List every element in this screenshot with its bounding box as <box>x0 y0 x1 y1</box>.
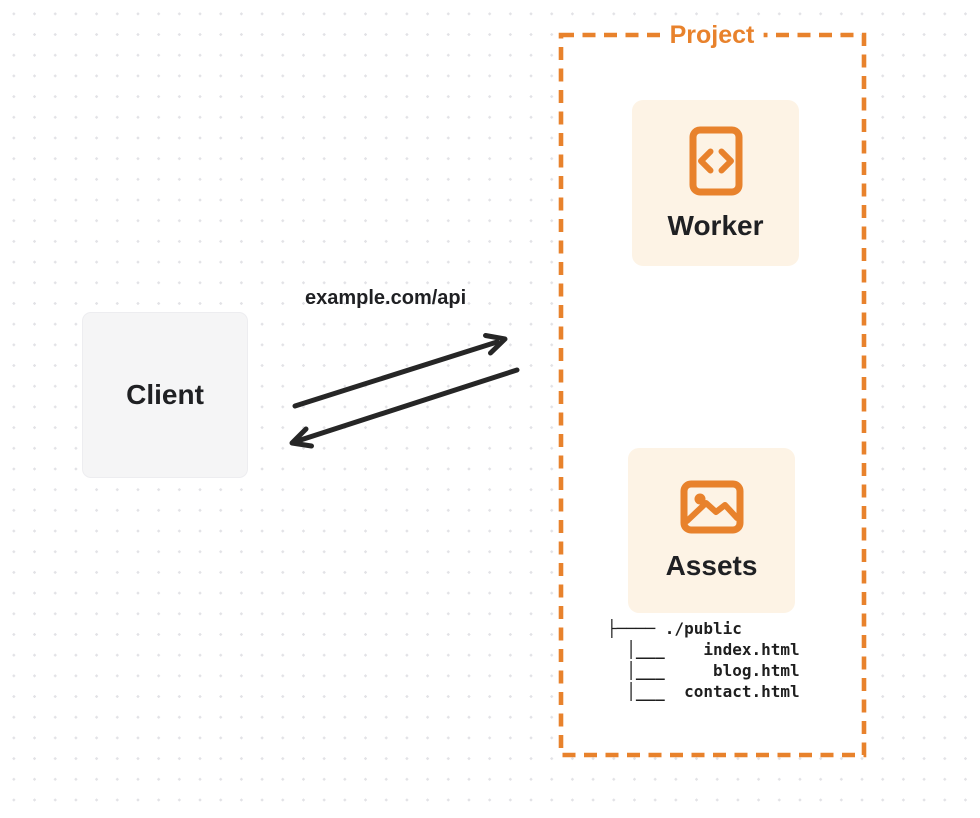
request-arrow-icon <box>292 333 508 409</box>
assets-node: Assets <box>628 448 795 613</box>
assets-file-tree: ├──── ./public │___ index.html │___ blog… <box>607 619 800 701</box>
client-node: Client <box>82 312 248 478</box>
request-url-label: example.com/api <box>305 287 467 309</box>
response-arrow-icon <box>289 367 520 449</box>
worker-label: Worker <box>667 209 764 241</box>
assets-label: Assets <box>665 550 758 581</box>
client-label: Client <box>126 379 204 410</box>
image-icon <box>680 480 743 534</box>
code-document-icon <box>689 126 742 195</box>
project-group-title: Project <box>660 21 764 49</box>
worker-node: Worker <box>632 100 799 266</box>
